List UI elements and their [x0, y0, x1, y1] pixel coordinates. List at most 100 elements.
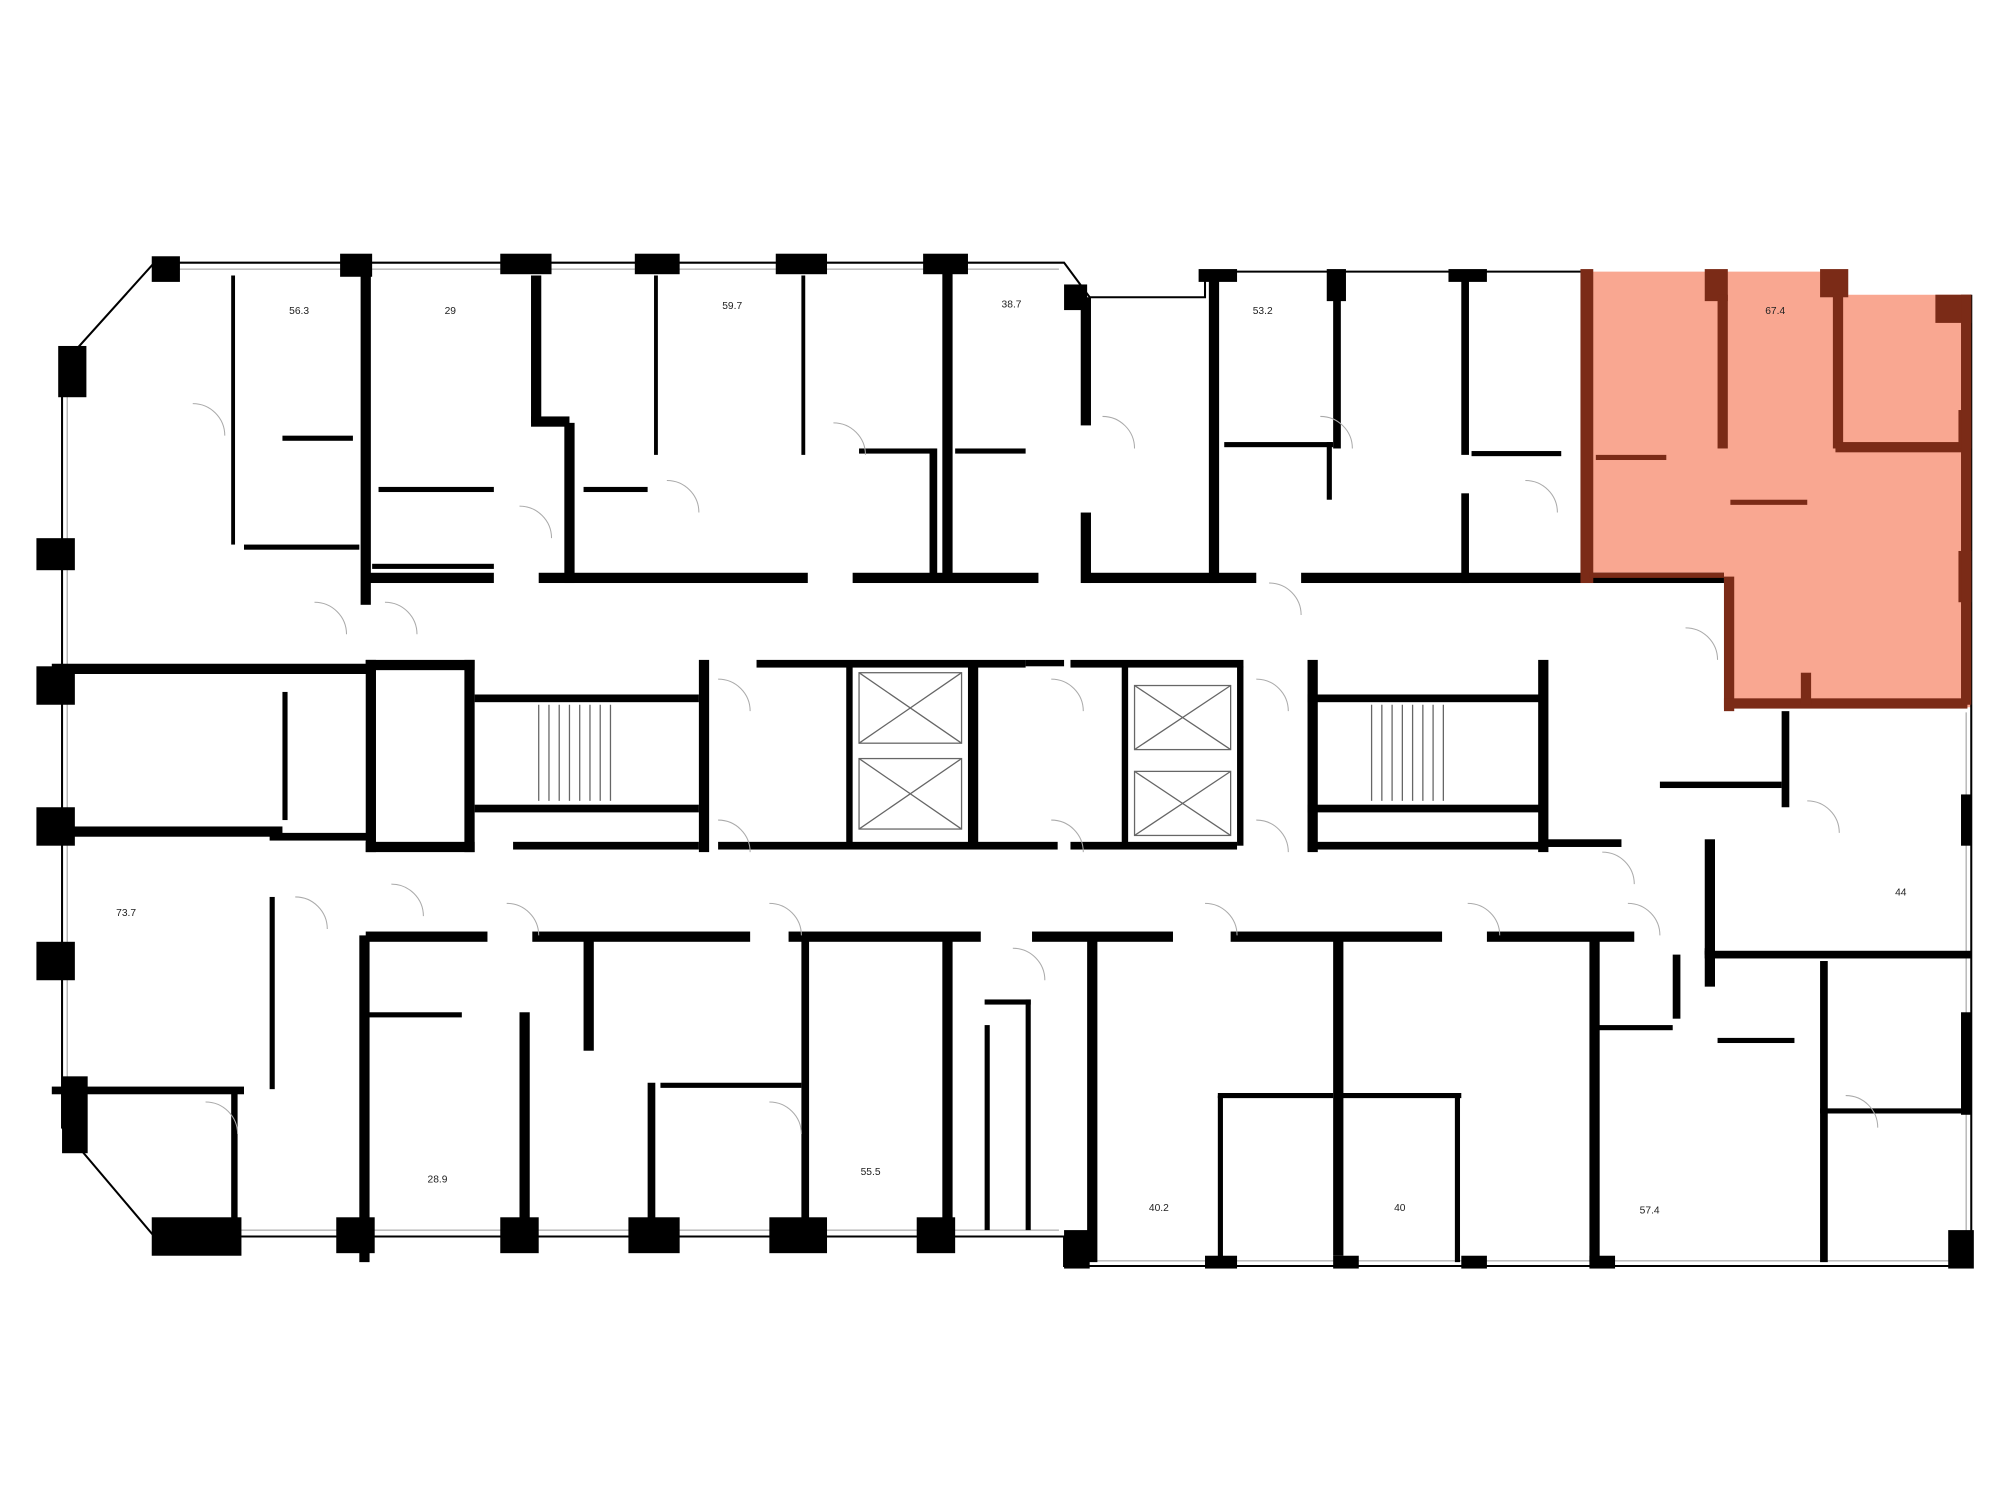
wall-segment — [1461, 275, 1469, 455]
door-swing — [391, 883, 424, 917]
wall-segment — [1083, 572, 1257, 584]
wall-segment — [583, 486, 648, 493]
staircase — [1370, 704, 1444, 801]
door-swing — [1807, 800, 1840, 833]
wall-segment — [464, 659, 475, 853]
wall-segment — [1595, 1025, 1673, 1031]
wall-segment — [1224, 442, 1334, 448]
wall-segment — [1461, 493, 1469, 584]
wall-segment — [801, 935, 810, 1231]
wall-segment — [718, 841, 1058, 850]
highlighted-walls — [1580, 269, 1972, 712]
door-swing — [769, 902, 802, 936]
area-label-apt-73-7: 73.7 — [116, 908, 136, 919]
wall-segment — [846, 666, 853, 846]
door-swing — [295, 896, 328, 929]
highlighted-apartment-67-4[interactable] — [1585, 271, 1972, 708]
wall-segment — [360, 271, 371, 605]
wall-segment — [365, 572, 494, 584]
wall-segment — [269, 832, 373, 841]
wall-segment — [942, 262, 953, 577]
wall-segment — [1237, 666, 1244, 846]
wall-segment — [365, 1012, 462, 1018]
staircase — [538, 704, 612, 801]
area-label-apt-44: 44 — [1895, 888, 1907, 899]
elevator-shaft — [858, 757, 963, 830]
wall-segment — [756, 659, 1026, 668]
door-swing — [519, 505, 553, 539]
door-swing — [1627, 902, 1661, 936]
wall-segment — [801, 275, 806, 455]
wall-segment — [151, 256, 180, 282]
wall-segment — [564, 422, 575, 584]
wall-segment — [538, 572, 808, 584]
wall-segment — [1717, 1037, 1795, 1044]
wall-segment — [583, 935, 594, 1051]
wall-segment — [1538, 659, 1549, 853]
wall-segment — [1064, 1230, 1090, 1269]
door-swing — [1256, 819, 1289, 853]
wall-segment — [1544, 839, 1622, 847]
wall-segment — [1471, 451, 1562, 457]
door-swing — [833, 422, 866, 455]
wall-segment — [1087, 935, 1098, 1263]
wall-segment — [1217, 1092, 1334, 1099]
wall-segment — [1454, 1095, 1461, 1263]
wall-segment — [1307, 804, 1545, 813]
door-swing — [769, 1101, 802, 1135]
wall-segment — [788, 931, 981, 942]
highlighted-wall-segment — [1704, 269, 1728, 302]
highlighted-wall-segment — [1595, 454, 1667, 461]
wall-segment — [775, 253, 828, 275]
wall-segment — [1307, 694, 1545, 703]
wall-segment — [1589, 935, 1600, 1263]
wall-segment — [660, 1082, 802, 1088]
wall-segment — [1333, 935, 1344, 1256]
wall-segment — [1339, 1092, 1462, 1099]
wall-segment — [1121, 666, 1129, 846]
wall-segment — [282, 435, 353, 441]
wall-segment — [365, 659, 376, 853]
wall-segment — [340, 253, 373, 277]
highlighted-wall-segment — [1961, 294, 1972, 705]
door-swing — [1845, 1095, 1879, 1128]
wall-segment — [500, 253, 552, 275]
walls — [36, 253, 1974, 1269]
wall-segment — [1217, 1095, 1223, 1263]
door-swing — [1320, 415, 1353, 449]
wall-segment — [531, 416, 570, 427]
wall-segment — [36, 941, 75, 981]
elevator-shafts — [538, 672, 1444, 837]
area-label-apt-53-2: 53.2 — [1253, 306, 1273, 317]
wall-segment — [365, 841, 475, 853]
highlighted-wall-segment — [1717, 294, 1728, 449]
wall-segment — [1704, 948, 1715, 987]
wall-segment — [513, 841, 699, 850]
area-label-apt-40: 40 — [1394, 1203, 1406, 1214]
wall-segment — [1820, 1108, 1968, 1114]
wall-segment — [1333, 275, 1341, 449]
door-swing — [1525, 479, 1558, 513]
wall-segment — [1307, 841, 1545, 850]
wall-segment — [1333, 1255, 1359, 1269]
area-label-apt-29: 29 — [445, 306, 457, 317]
wall-segment — [1704, 950, 1972, 959]
door-swing — [1602, 851, 1635, 885]
area-label-apt-67-4: 67.4 — [1765, 306, 1785, 317]
window-lines — [66, 268, 1967, 1262]
wall-segment — [942, 935, 953, 1243]
wall-segment — [231, 1089, 238, 1231]
wall-segment — [151, 1217, 242, 1256]
area-label-apt-57-4: 57.4 — [1640, 1205, 1660, 1216]
highlighted-wall-segment — [1800, 672, 1812, 705]
door-swing — [1051, 678, 1084, 712]
highlighted-wall-segment — [1820, 269, 1849, 298]
wall-segment — [1704, 839, 1715, 955]
wall-segment — [378, 486, 494, 493]
area-label-apt-59-7: 59.7 — [722, 301, 742, 312]
wall-segment — [244, 544, 360, 550]
wall-segment — [1307, 659, 1318, 853]
highlighted-wall-segment — [1589, 572, 1724, 578]
door-swing — [192, 403, 226, 436]
